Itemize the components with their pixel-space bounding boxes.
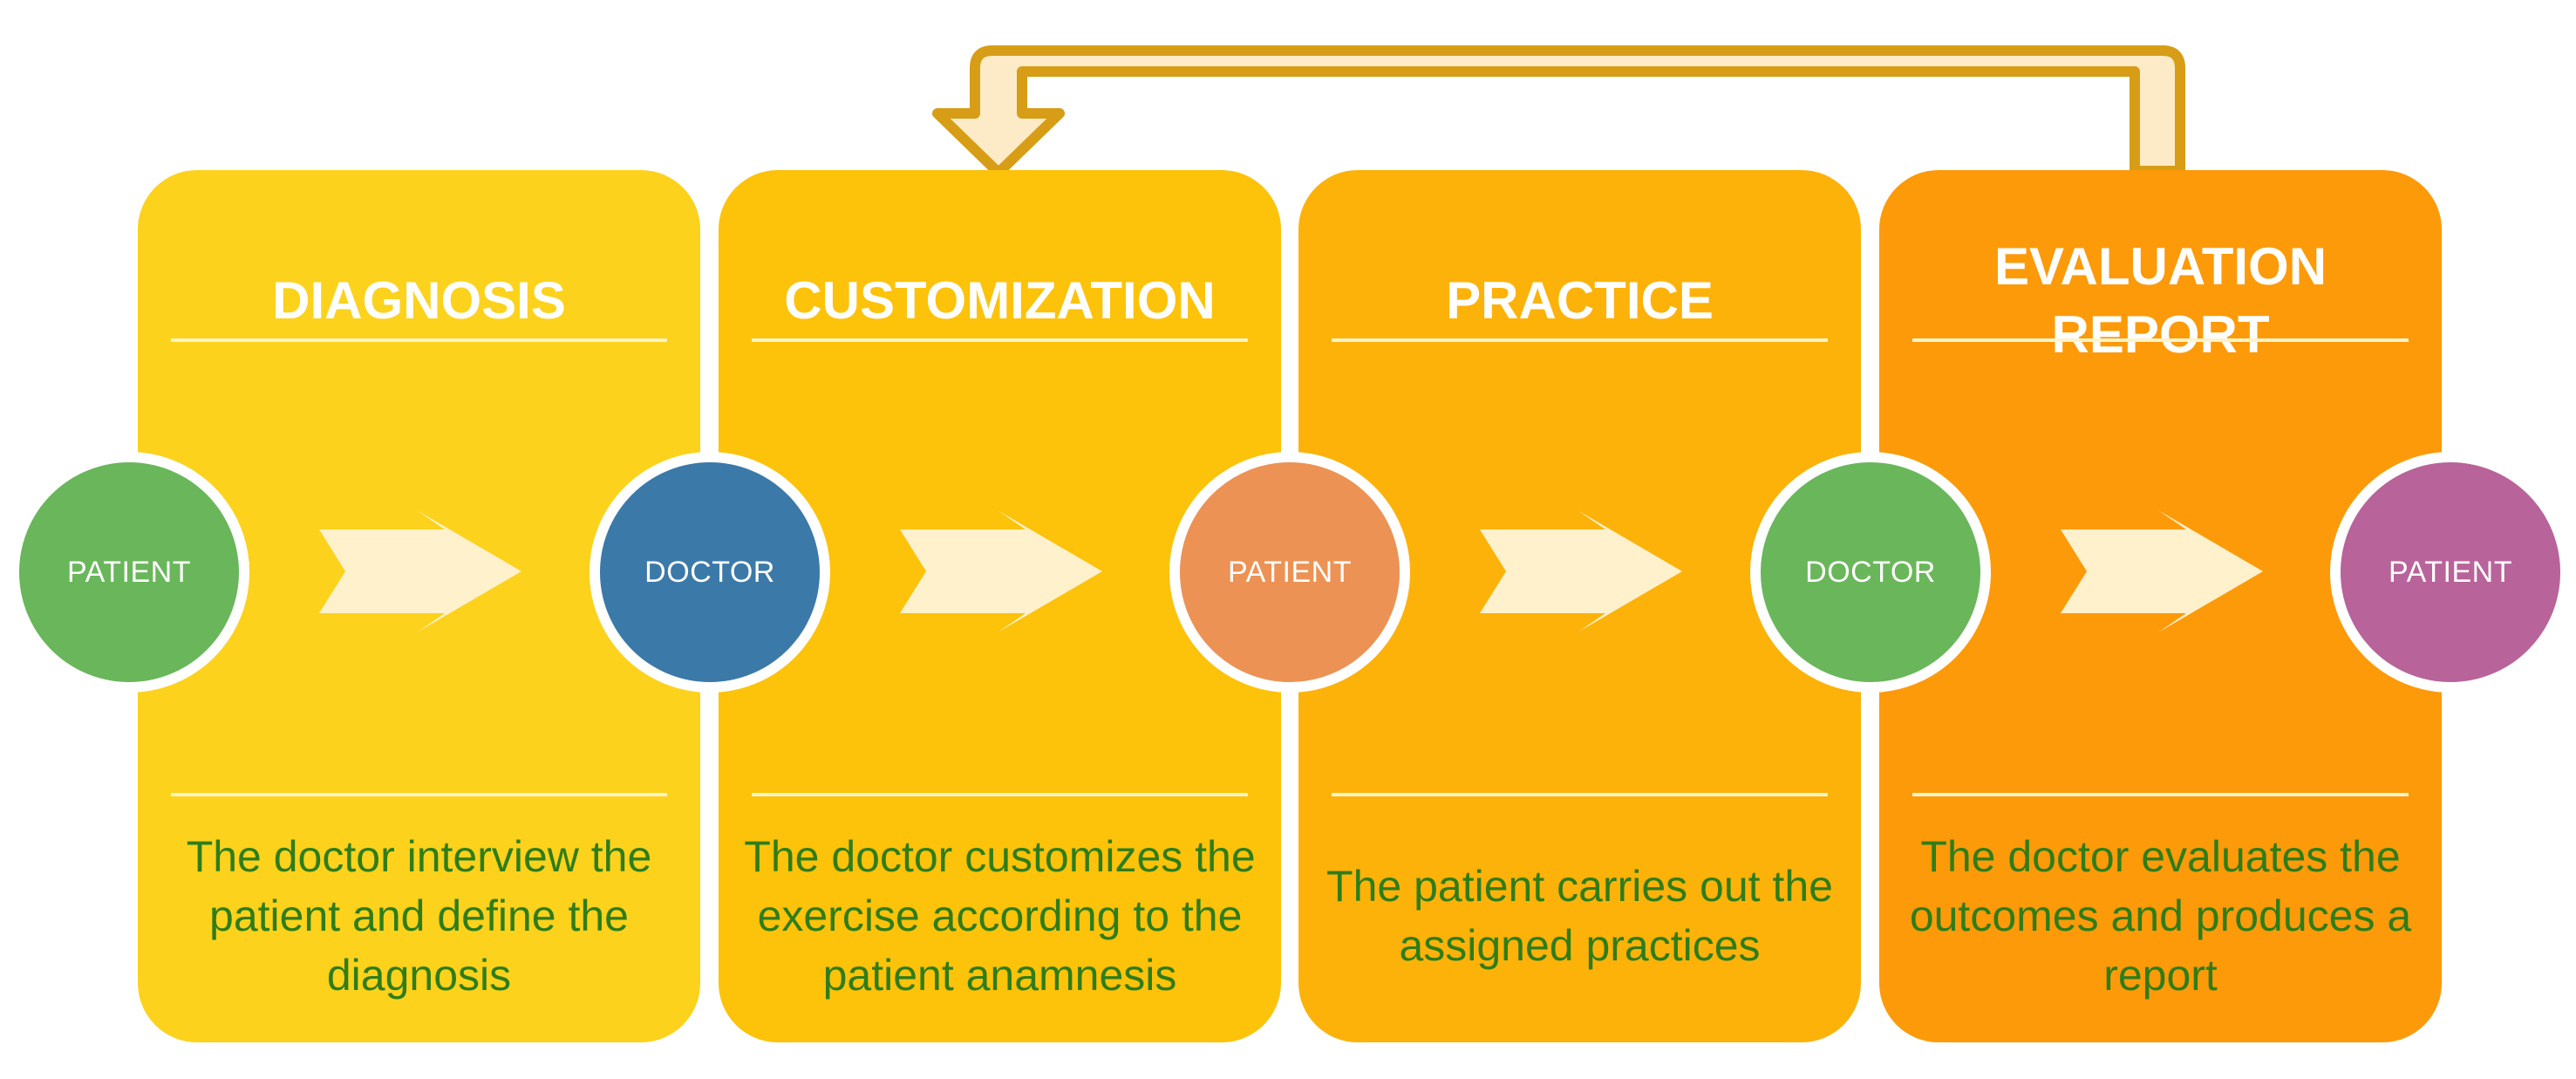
right-arrow-icon <box>1480 510 1682 632</box>
title-divider <box>752 338 1248 342</box>
title-divider <box>1332 338 1828 342</box>
role-label: PATIENT <box>2388 555 2513 589</box>
stage-title: CUSTOMIZATION <box>784 271 1216 330</box>
right-arrow-icon <box>319 510 521 632</box>
role-label: PATIENT <box>66 555 192 589</box>
stage-description: The doctor interview the patient and def… <box>186 832 652 1000</box>
stage-description: The doctor customizes the exercise accor… <box>744 832 1256 1000</box>
stage-title: PRACTICE <box>1446 271 1714 330</box>
stage-title: DIAGNOSIS <box>272 271 566 330</box>
description-divider <box>1912 793 2409 796</box>
role-circle-doctor: DOCTOR <box>589 452 830 693</box>
stage-description: The doctor evaluates the outcomes and pr… <box>1909 832 2412 1000</box>
title-divider <box>171 338 667 342</box>
role-label: DOCTOR <box>1805 555 1936 589</box>
role-circle-patient: PATIENT <box>2330 452 2571 693</box>
stage-description: The patient carries out the assigned pra… <box>1326 862 1833 970</box>
stage-title: EVALUATION REPORT <box>1993 237 2327 364</box>
role-circle-patient: PATIENT <box>9 452 249 693</box>
description-divider <box>752 793 1248 796</box>
role-label: DOCTOR <box>644 555 775 589</box>
right-arrow-icon <box>900 510 1102 632</box>
title-divider <box>1912 338 2409 342</box>
right-arrow-icon <box>2061 510 2263 632</box>
description-divider <box>171 793 667 796</box>
role-label: PATIENT <box>1227 555 1353 589</box>
role-circle-patient: PATIENT <box>1169 452 1410 693</box>
role-circle-doctor: DOCTOR <box>1750 452 1991 693</box>
description-divider <box>1332 793 1828 796</box>
feedback-loop-arrow-icon <box>932 45 2185 178</box>
